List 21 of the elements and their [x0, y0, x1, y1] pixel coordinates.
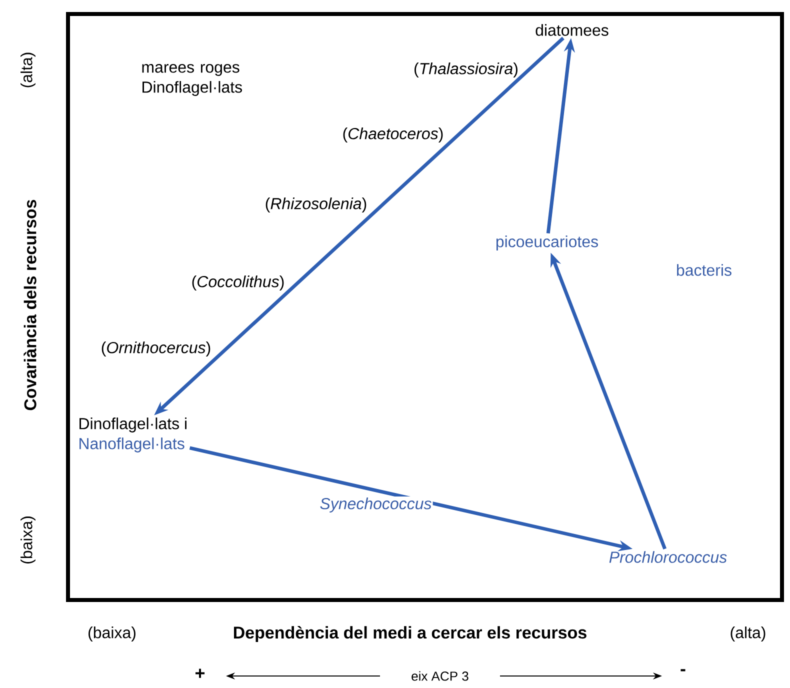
- axis-end-label: (baixa): [20, 516, 36, 564]
- axis-sign: -: [680, 669, 686, 672]
- group-label: diatomees: [536, 24, 608, 36]
- group-label: bacteris: [677, 264, 732, 276]
- axis-label: eix ACP 3: [412, 671, 468, 681]
- axis-title: Covariància dels recursos: [24, 200, 36, 410]
- group-label: Prochlorococcus: [609, 551, 727, 563]
- axis-title: Dependència del medi a cercar els recursos: [234, 626, 586, 642]
- axis-sign: +: [196, 668, 205, 678]
- genus-label: (Ornithocercus): [102, 342, 210, 356]
- group-label: picoeucariotes: [496, 236, 598, 250]
- edge-label: Synechococcus: [318, 496, 433, 514]
- group-label: marees roges Dinoflagel·lats: [142, 64, 242, 96]
- axis-end-label: (baixa): [88, 626, 136, 642]
- genus-label: (Coccolithus): [192, 276, 284, 290]
- genus-label: (Thalassiosira): [414, 62, 518, 78]
- genus-label: (Chaetoceros): [343, 128, 443, 142]
- group-label: Dinoflagel·lats i Nanoflagel·lats: [80, 418, 186, 452]
- axis-end-label: (alta): [730, 626, 766, 642]
- axis-end-label: (alta): [20, 52, 36, 88]
- genus-label: (Rhizosolenia): [266, 198, 366, 212]
